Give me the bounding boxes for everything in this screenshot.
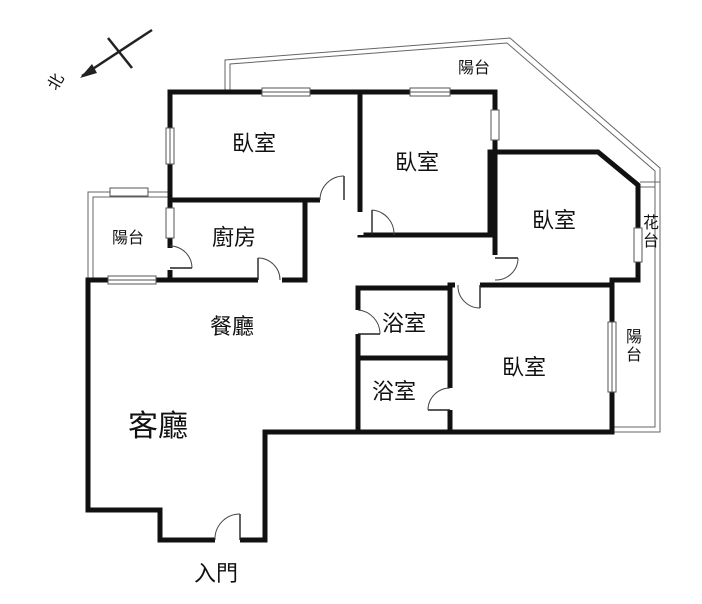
- room-label-bedroom-se: 臥室: [502, 356, 547, 381]
- room-label-bath-lower: 浴室: [372, 380, 417, 405]
- north-balcony-rail: [224, 37, 661, 190]
- room-label-living: 客廳: [128, 409, 188, 444]
- exterior-wall: [85, 89, 641, 543]
- balcony-label-north: 陽台: [458, 58, 491, 77]
- room-label-dining: 餐廳: [210, 315, 255, 340]
- balcony-label-west: 陽台: [112, 228, 145, 247]
- room-label-bedroom-north: 臥室: [395, 151, 440, 176]
- east-balcony-rail: [612, 181, 661, 433]
- room-label-bath-upper: 浴室: [382, 312, 427, 337]
- flower-terrace-label: 花台: [640, 214, 659, 250]
- room-label-bedroom-east: 臥室: [532, 209, 577, 234]
- compass-arrow: [80, 28, 153, 78]
- balcony-label-east: 陽台: [623, 328, 642, 364]
- entrance-label: 入門: [194, 562, 239, 587]
- doors: [166, 175, 519, 544]
- windows: [107, 87, 643, 393]
- room-label-bedroom-nw: 臥室: [232, 132, 277, 157]
- room-label-kitchen: 廚房: [212, 226, 257, 251]
